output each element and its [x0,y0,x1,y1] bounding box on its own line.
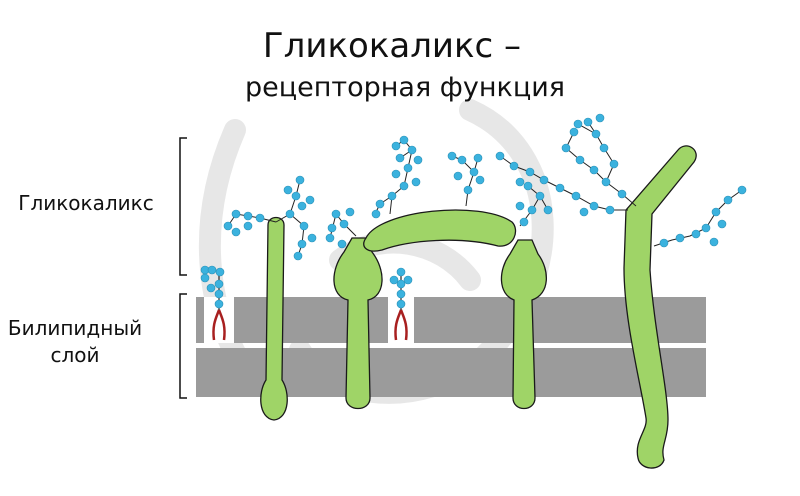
title-line2: рецепторная функция [245,72,565,103]
title-line1: Гликокаликс – [263,26,521,66]
protein-long-curved [495,113,747,469]
glycocalyx-label: Гликокаликс [18,191,154,215]
protein-single-pass [223,175,317,421]
glycocalyx-bracket [179,137,187,276]
bilayer-bracket [179,293,187,399]
glycolipid-middle [388,267,414,343]
protein-bridge-complex [325,135,553,410]
bilayer-label-line1: Билипидный [8,316,142,340]
glycolipid-left [200,265,234,343]
bilayer-label-line2: слой [50,343,99,367]
